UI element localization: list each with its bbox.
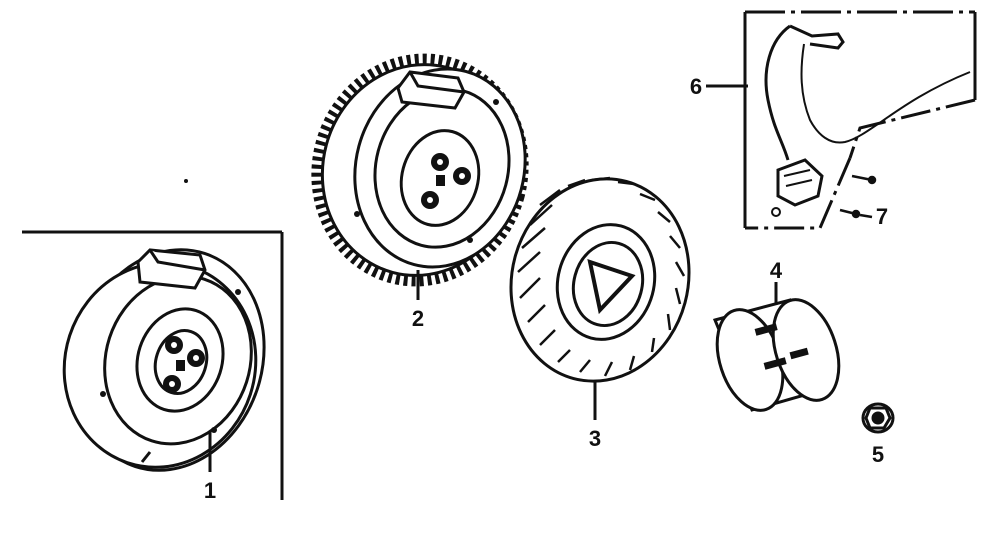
- callout-6: 6: [690, 74, 702, 99]
- callout-3: 3: [589, 426, 601, 451]
- callout-7: 7: [876, 204, 888, 229]
- part1-frame: [22, 230, 284, 500]
- cooling-fan-drawing: [509, 176, 691, 383]
- screw-drawing: [839, 174, 877, 219]
- ignition-coil-frame: [743, 10, 977, 230]
- starter-cup-drawing: [712, 298, 841, 412]
- flywheel-drawing: [62, 248, 266, 472]
- flange-nut-drawing: [861, 402, 895, 434]
- ring-gear-flywheel-drawing: [311, 53, 529, 287]
- callout-4: 4: [770, 258, 783, 283]
- ignition-coil-drawing: [764, 24, 971, 217]
- callout-2: 2: [412, 306, 424, 331]
- callout-1: 1: [204, 478, 216, 503]
- callout-5: 5: [872, 442, 884, 467]
- stray-dot: [184, 179, 188, 183]
